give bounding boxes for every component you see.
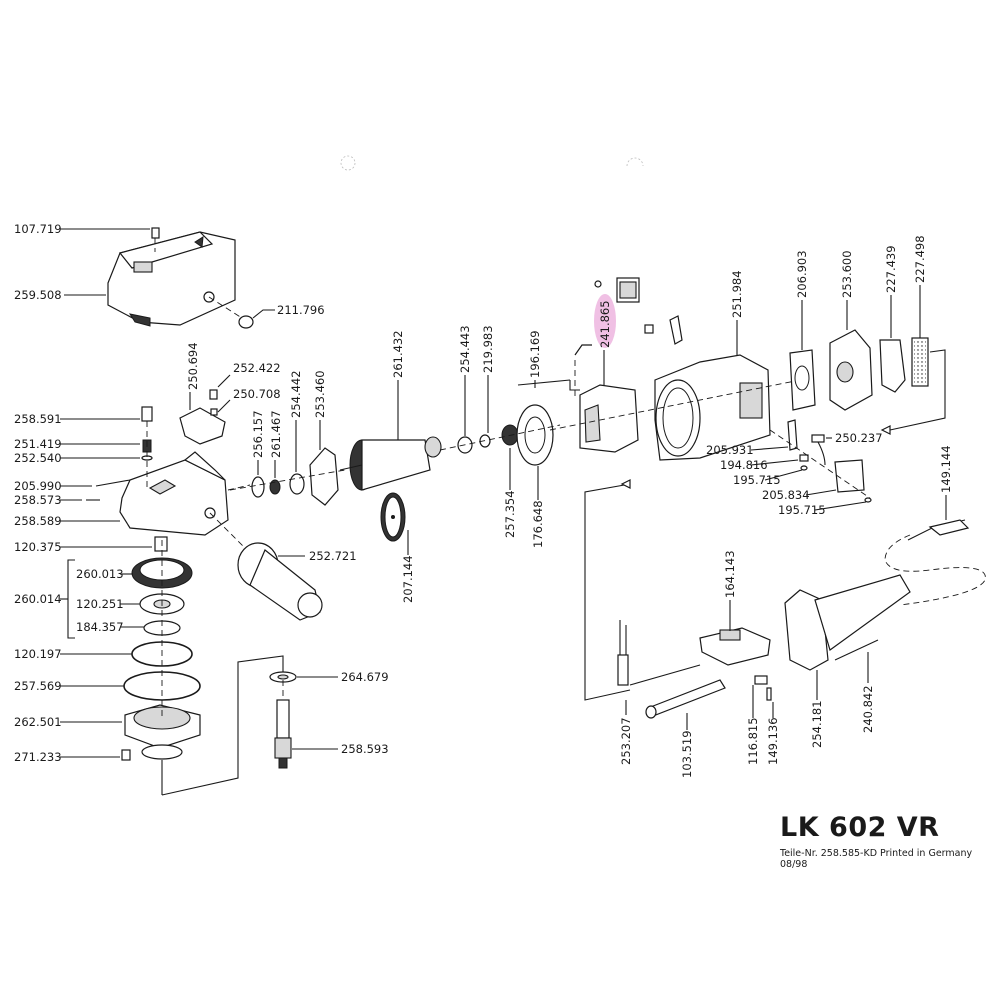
part-label[interactable]: 257.569	[14, 679, 62, 693]
print-footer: Teile-Nr. 258.585-KD Printed in Germany …	[780, 848, 973, 870]
part-label[interactable]: 241.865	[598, 300, 612, 348]
part-label[interactable]: 254.442	[289, 370, 303, 418]
part-label[interactable]: 120.251	[76, 597, 124, 611]
part-label[interactable]: 205.990	[14, 479, 62, 493]
part-label[interactable]: 149.144	[939, 445, 953, 493]
stator-and-motor-housing	[549, 277, 801, 461]
gear-housing-assembly	[86, 389, 251, 536]
part-label[interactable]: 252.721	[309, 549, 357, 563]
bearings-row	[229, 447, 346, 506]
handle-assembly	[584, 479, 911, 719]
part-labels-vertical: 250.694 256.157 261.467 254.442 253.460 …	[186, 235, 953, 778]
brush-switch-parts	[769, 419, 872, 503]
part-label[interactable]: 251.419	[14, 437, 62, 451]
part-label[interactable]: 258.591	[14, 412, 62, 426]
part-label[interactable]: 260.013	[76, 567, 124, 581]
part-label[interactable]: 219.983	[481, 325, 495, 373]
gear-cover-assembly	[107, 227, 254, 329]
part-label[interactable]: 206.903	[795, 250, 809, 298]
side-handle	[209, 512, 323, 621]
part-label[interactable]: 254.181	[810, 700, 824, 748]
part-label[interactable]: 195.715	[778, 503, 826, 517]
part-label[interactable]: 195.715	[733, 473, 781, 487]
part-label[interactable]: 261.432	[391, 330, 405, 378]
highlight-marker	[594, 294, 616, 348]
part-label[interactable]: 257.354	[503, 490, 517, 538]
part-label[interactable]: 261.467	[269, 410, 283, 458]
end-shield-assembly	[789, 329, 946, 435]
part-label[interactable]: 103.519	[680, 730, 694, 778]
part-label[interactable]: 227.439	[884, 245, 898, 293]
part-label[interactable]: 211.796	[277, 303, 325, 317]
part-label[interactable]: 116.815	[746, 717, 760, 765]
part-label[interactable]: 256.157	[251, 410, 265, 458]
part-label[interactable]: 253.460	[313, 370, 327, 418]
part-label[interactable]: 254.443	[458, 325, 472, 373]
part-label[interactable]: 252.422	[233, 361, 281, 375]
part-label[interactable]: 196.169	[528, 330, 542, 378]
part-label[interactable]: 250.694	[186, 342, 200, 390]
part-label[interactable]: 250.708	[233, 387, 281, 401]
model-title: LK 602 VR	[780, 812, 940, 843]
part-label[interactable]: 164.143	[723, 550, 737, 598]
armature	[339, 404, 561, 542]
part-label[interactable]: 258.593	[341, 742, 389, 756]
part-label[interactable]: 258.589	[14, 514, 62, 528]
part-label[interactable]: 107.719	[14, 222, 62, 236]
part-label[interactable]: 207.144	[401, 555, 415, 603]
part-label[interactable]: 120.197	[14, 647, 62, 661]
part-label[interactable]: 262.501	[14, 715, 62, 729]
part-labels-horizontal: 107.719 259.508 211.796 252.422 250.708 …	[14, 222, 883, 764]
part-label[interactable]: 120.375	[14, 540, 62, 554]
part-label[interactable]: 260.014	[14, 592, 62, 606]
part-label[interactable]: 184.357	[76, 620, 124, 634]
part-label[interactable]: 205.834	[762, 488, 810, 502]
part-label[interactable]: 194.816	[720, 458, 768, 472]
power-cord	[884, 519, 986, 606]
part-label[interactable]: 264.679	[341, 670, 389, 684]
part-label[interactable]: 258.573	[14, 493, 62, 507]
part-label[interactable]: 253.207	[619, 717, 633, 765]
output-spindle	[269, 671, 297, 769]
part-label[interactable]: 176.648	[531, 500, 545, 548]
part-label[interactable]: 253.600	[840, 250, 854, 298]
part-label[interactable]: 240.842	[861, 685, 875, 733]
part-label[interactable]: 227.498	[913, 235, 927, 283]
part-label[interactable]: 252.540	[14, 451, 62, 465]
part-label[interactable]: 205.931	[706, 443, 754, 457]
part-label[interactable]: 271.233	[14, 750, 62, 764]
part-label[interactable]: 251.984	[730, 270, 744, 318]
punch-hole-marks	[340, 155, 644, 171]
spindle-stack	[121, 536, 201, 795]
part-label[interactable]: 250.237	[835, 431, 883, 445]
part-label[interactable]: 149.136	[766, 717, 780, 765]
part-label[interactable]: 259.508	[14, 288, 62, 302]
